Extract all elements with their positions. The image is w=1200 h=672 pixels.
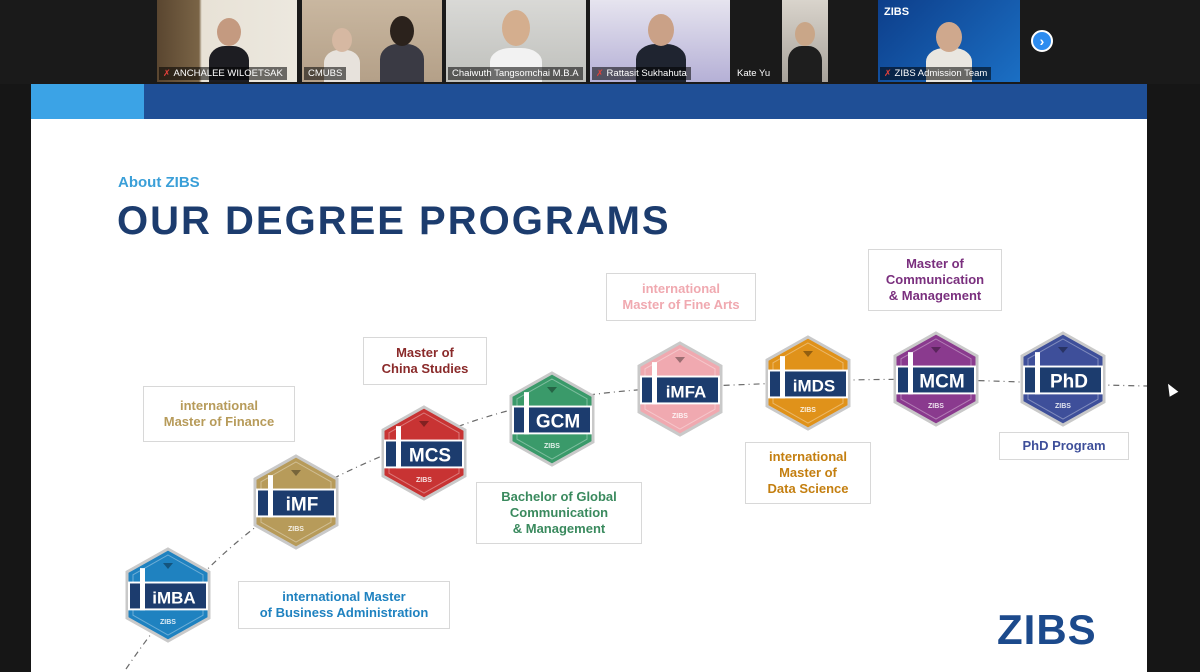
program-badge-zibs: ZIBS: [800, 407, 816, 414]
slide-header-accent: [31, 84, 144, 119]
slide-kicker: About ZIBS: [118, 174, 200, 191]
program-badge-zibs: ZIBS: [160, 619, 176, 626]
program-label-line: Data Science: [767, 481, 849, 496]
mic-muted-icon: ✗: [884, 68, 892, 78]
tower-icon: [780, 356, 785, 399]
program-label-line: international: [179, 398, 258, 413]
program-label-line: Bachelor of Global: [501, 489, 617, 504]
tower-icon: [652, 362, 657, 405]
down-triangle-icon: [675, 357, 685, 363]
program-label-line: international: [768, 449, 847, 464]
tower-icon: [524, 392, 529, 435]
program-badge-code: iMDS: [793, 377, 836, 396]
zibs-logo: ZIBS: [997, 606, 1097, 653]
participant-tile[interactable]: ZIBS ✗ZIBS Admission Team: [878, 0, 1020, 82]
participant-tile[interactable]: [782, 0, 828, 82]
program-badge-imf: iMF ZIBS: [253, 454, 339, 550]
down-triangle-icon: [803, 351, 813, 357]
virtual-background-logo: ZIBS: [884, 6, 910, 18]
program-label-line: China Studies: [381, 361, 469, 376]
program-label-line: & Management: [888, 288, 982, 303]
tower-icon: [140, 568, 145, 611]
program-badge-mcs: MCS ZIBS: [381, 405, 467, 501]
program-label-line: international: [641, 281, 720, 296]
program-badge-phd: PhD ZIBS: [1020, 331, 1106, 427]
participant-tile[interactable]: ✗ANCHALEE WILOETSAK: [157, 0, 297, 82]
program-label-line: Communication: [885, 272, 985, 287]
program-label-line: PhD Program: [1022, 438, 1106, 453]
program-badge-code: iMFA: [666, 383, 707, 402]
program-badge-code: iMBA: [152, 589, 195, 608]
mic-muted-icon: ✗: [596, 68, 604, 78]
participant-name: CMUBS: [304, 67, 347, 80]
tower-icon: [908, 352, 913, 395]
chevron-right-icon: ›: [1039, 33, 1045, 49]
program-label-line: Master of: [779, 465, 837, 480]
program-badge-zibs: ZIBS: [928, 403, 944, 410]
slide-title: OUR DEGREE PROGRAMS: [117, 199, 671, 243]
program-badge-zibs: ZIBS: [544, 443, 560, 450]
tower-icon: [1035, 352, 1040, 395]
tower-icon: [268, 475, 273, 518]
program-label-line: Master of: [906, 256, 964, 271]
program-label-line: Master of Finance: [163, 414, 275, 429]
program-badge-code: GCM: [536, 412, 580, 433]
program-badge-gcm: GCM ZIBS: [509, 371, 595, 467]
participant-name: ✗ANCHALEE WILOETSAK: [159, 67, 287, 80]
participant-name: ✗Rattasit Sukhahuta: [592, 67, 691, 80]
program-badge-zibs: ZIBS: [1055, 403, 1071, 410]
program-badge-code: MCS: [409, 446, 451, 467]
down-triangle-icon: [163, 563, 173, 569]
participant-tile[interactable]: ✗Rattasit Sukhahuta: [590, 0, 730, 82]
next-participants-button[interactable]: ›: [1031, 30, 1053, 52]
participant-tile[interactable]: CMUBS: [302, 0, 442, 82]
slide-header-bar: [31, 84, 1147, 119]
mouse-cursor-icon: [1163, 381, 1179, 397]
participant-name: ✗ZIBS Admission Team: [880, 67, 992, 80]
program-label-phd: PhD Program: [999, 432, 1129, 460]
program-badge-zibs: ZIBS: [288, 526, 304, 533]
down-triangle-icon: [1058, 347, 1068, 353]
program-badge-code: iMF: [286, 495, 319, 516]
program-badge-imba: iMBA ZIBS: [125, 547, 211, 643]
participant-name: Chaiwuth Tangsomchai M.B.A: [448, 67, 583, 80]
program-label-line: Master of Fine Arts: [622, 297, 740, 312]
program-badge-imfa: iMFA ZIBS: [637, 341, 723, 437]
program-label-line: international Master: [282, 589, 406, 604]
program-badge-zibs: ZIBS: [672, 413, 688, 420]
program-label-line: & Management: [512, 521, 606, 536]
program-label-line: Master of: [396, 345, 454, 360]
program-badge-imds: iMDS ZIBS: [765, 335, 851, 431]
program-badge-code: MCM: [919, 372, 964, 393]
down-triangle-icon: [291, 470, 301, 476]
down-triangle-icon: [547, 387, 557, 393]
down-triangle-icon: [931, 347, 941, 353]
program-label-line: of Business Administration: [259, 605, 429, 620]
tower-icon: [396, 426, 401, 469]
mic-muted-icon: ✗: [163, 68, 171, 78]
participant-name: Kate Yu: [737, 68, 771, 79]
program-label-line: Communication: [509, 505, 609, 520]
participant-tile[interactable]: Chaiwuth Tangsomchai M.B.A: [446, 0, 586, 82]
program-badge-mcm: MCM ZIBS: [893, 331, 979, 427]
program-badge-code: PhD: [1050, 372, 1088, 393]
down-triangle-icon: [419, 421, 429, 427]
participant-video-strip: ✗ANCHALEE WILOETSAK CMUBS Chaiwuth Tangs…: [0, 0, 1200, 84]
program-badge-zibs: ZIBS: [416, 477, 432, 484]
